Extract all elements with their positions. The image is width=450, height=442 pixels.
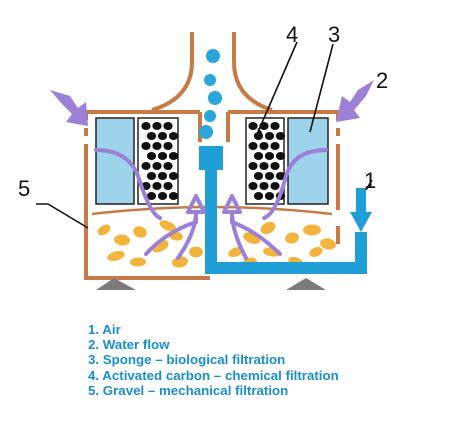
water-flow-arrowheads <box>186 194 242 214</box>
gravel-stone <box>97 224 111 236</box>
air-bubble <box>208 91 222 105</box>
carbon-granule <box>275 132 286 140</box>
carbon-granule <box>168 132 179 140</box>
carbon-granule <box>259 142 269 150</box>
carbon-chamber-right <box>245 117 286 205</box>
carbon-granule <box>163 122 173 130</box>
carbon-granule <box>248 122 258 130</box>
gravel-stone <box>159 220 177 232</box>
carbon-granule <box>157 132 168 140</box>
carbon-granule <box>152 122 162 130</box>
carbon-granule <box>270 142 280 150</box>
label-5: 5 <box>18 176 30 201</box>
label-2: 2 <box>376 68 388 93</box>
label-4: 4 <box>286 22 298 47</box>
outlet-tube <box>151 32 273 112</box>
gravel-stone <box>285 232 299 244</box>
carbon-granule <box>248 142 258 150</box>
legend-item-gravel: 5. Gravel – mechanical filtration <box>88 382 289 398</box>
legend-item-water-flow: 2. Water flow <box>88 337 170 353</box>
carbon-granule <box>248 182 258 190</box>
gravel-stone <box>172 256 188 268</box>
carbon-granule <box>152 162 162 170</box>
legend-item-activated-carbon: 4. Activated carbon – chemical filtratio… <box>88 367 339 383</box>
carbon-granule <box>253 192 264 200</box>
carbon-granule <box>152 142 162 150</box>
gravel-stone <box>303 224 321 236</box>
gravel-stone <box>133 226 147 238</box>
legend: 1. Air 2. Water flow 3. Sponge – biologi… <box>88 322 339 398</box>
gravel-stone <box>260 221 276 235</box>
leader-lines <box>36 41 373 229</box>
carbon-granule <box>275 172 286 180</box>
carbon-granule <box>146 132 157 140</box>
carbon-granule <box>146 152 157 160</box>
carbon-granule <box>264 152 275 160</box>
gravel-stone <box>320 238 336 250</box>
carbon-granule <box>146 172 157 180</box>
carbon-granule <box>141 122 151 130</box>
carbon-granule <box>248 162 258 170</box>
air-bubbles <box>199 49 222 139</box>
air-inflow-arrow <box>350 188 372 232</box>
water-flow <box>94 148 328 260</box>
carbon-granule <box>163 142 173 150</box>
label-1: 1 <box>364 168 376 193</box>
label-3: 3 <box>328 22 340 47</box>
gravel-stone <box>189 246 203 258</box>
carbon-granule <box>168 152 179 160</box>
filter-diagram: 4 3 2 1 5 <box>18 22 388 290</box>
carbon-granule <box>163 182 173 190</box>
legend-item-sponge: 3. Sponge – biological filtration <box>88 352 286 368</box>
air-bubble <box>204 74 216 86</box>
legend-item-air: 1. Air <box>88 322 121 337</box>
carbon-granule <box>264 132 275 140</box>
carbon-chamber-left <box>137 117 179 205</box>
carbon-granule <box>253 152 264 160</box>
carbon-granule <box>270 122 280 130</box>
air-bubble <box>199 125 213 139</box>
carbon-granule <box>157 172 168 180</box>
carbon-granule <box>168 192 179 200</box>
carbon-granule <box>264 192 275 200</box>
air-bubble <box>204 110 216 122</box>
base-feet <box>96 278 326 290</box>
carbon-granule <box>270 182 280 190</box>
carbon-granule <box>141 162 151 170</box>
air-bubble <box>206 49 220 63</box>
carbon-granule <box>264 172 275 180</box>
carbon-granule <box>253 172 264 180</box>
carbon-granule <box>275 152 286 160</box>
gravel-stone <box>114 234 130 246</box>
air-tube <box>199 146 367 274</box>
carbon-granule <box>157 192 168 200</box>
water-inflow-arrow-left <box>50 90 88 126</box>
carbon-granule <box>152 182 162 190</box>
water-inflow-arrow-right <box>336 80 374 122</box>
carbon-granule <box>163 162 173 170</box>
gravel-stone <box>130 257 146 267</box>
carbon-granule <box>157 152 168 160</box>
carbon-granule <box>259 162 269 170</box>
carbon-granule <box>259 182 269 190</box>
carbon-granule <box>146 192 157 200</box>
gravel-stone <box>107 251 125 261</box>
carbon-granule <box>141 142 151 150</box>
carbon-granule <box>168 172 179 180</box>
gravel-stone <box>309 246 323 258</box>
carbon-granule <box>270 162 280 170</box>
